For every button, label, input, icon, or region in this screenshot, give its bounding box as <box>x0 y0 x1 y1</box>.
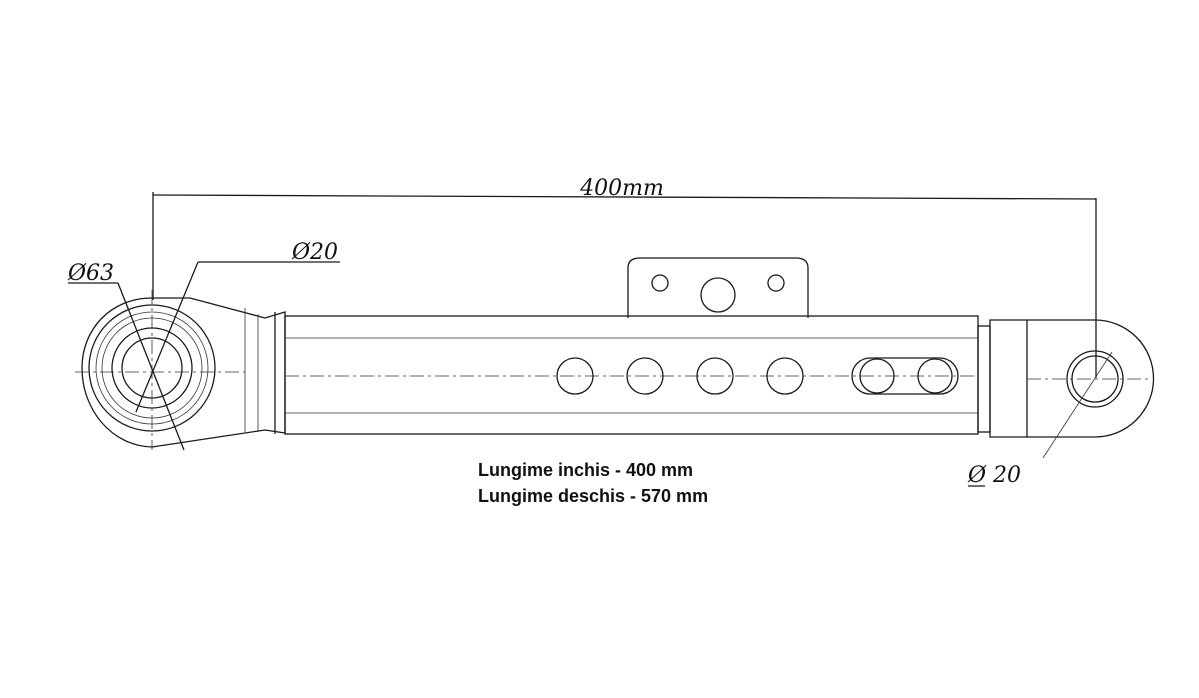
mounting-bracket <box>627 257 809 318</box>
dimension-o63: Ø63 <box>67 261 114 286</box>
open-length-note: Lungime deschis - 570 mm <box>478 486 709 506</box>
tube <box>284 315 979 435</box>
dimension-o20-right: Ø 20 <box>967 463 1021 488</box>
dimension-400mm: 400mm <box>579 176 664 201</box>
overall-dimension: 400mm <box>152 176 1097 378</box>
closed-length-note: Lungime inchis - 400 mm <box>478 460 694 480</box>
right-eye: Ø 20 <box>967 319 1155 488</box>
dimension-o20-left: Ø20 <box>291 240 338 265</box>
left-eye: Ø63 Ø20 <box>67 240 340 451</box>
